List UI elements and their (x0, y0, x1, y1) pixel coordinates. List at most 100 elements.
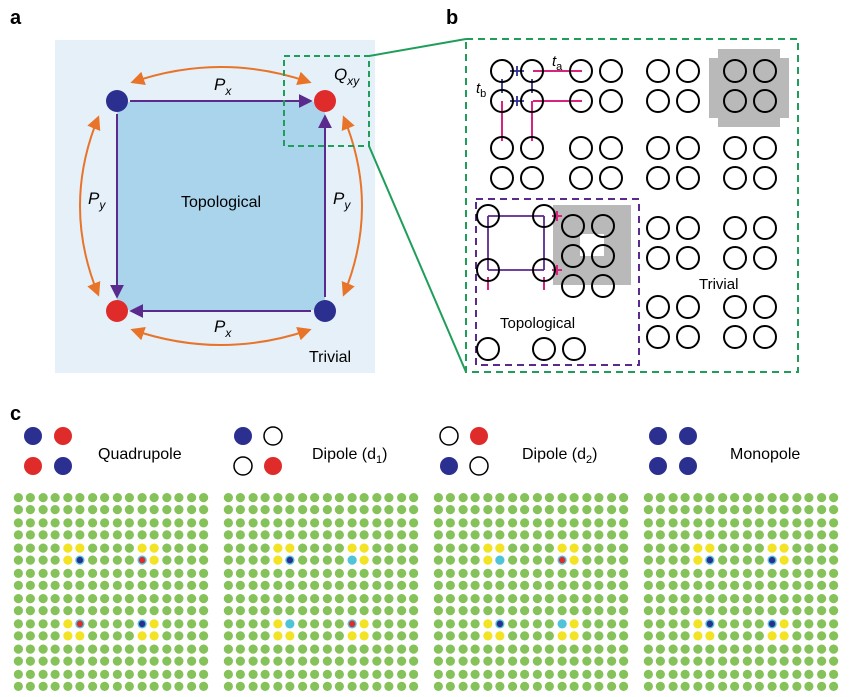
site-amplitude (718, 568, 728, 578)
site-amplitude (779, 530, 789, 540)
site-amplitude (174, 606, 184, 616)
site-amplitude (779, 555, 789, 565)
site-amplitude (235, 669, 245, 679)
site-amplitude (742, 594, 752, 604)
site-amplitude (594, 555, 604, 565)
site-amplitude (298, 518, 308, 528)
lattice-site (753, 89, 777, 113)
site-amplitude (174, 644, 184, 654)
legend-dot-empty (439, 426, 459, 446)
site-amplitude (792, 656, 802, 666)
site-amplitude (458, 619, 468, 629)
site-amplitude (285, 594, 295, 604)
site-amplitude (594, 619, 604, 629)
lattice-site (591, 274, 615, 298)
site-amplitude (397, 594, 407, 604)
site-amplitude (829, 669, 839, 679)
site-amplitude (223, 505, 233, 515)
site-amplitude (50, 669, 60, 679)
site-amplitude (187, 656, 197, 666)
site-amplitude (445, 644, 455, 654)
trivial-label-a: Trivial (309, 349, 351, 366)
site-amplitude (149, 543, 159, 553)
site-amplitude (668, 518, 678, 528)
site-amplitude (643, 555, 653, 565)
site-amplitude (508, 580, 518, 590)
site-amplitude (829, 644, 839, 654)
site-amplitude (174, 681, 184, 691)
site-amplitude (754, 543, 764, 553)
site-amplitude (50, 493, 60, 503)
site-amplitude (582, 606, 592, 616)
site-amplitude (508, 606, 518, 616)
site-amplitude (754, 505, 764, 515)
site-amplitude (137, 505, 147, 515)
site-amplitude (298, 580, 308, 590)
site-amplitude (569, 530, 579, 540)
site-amplitude (829, 518, 839, 528)
site-amplitude (63, 530, 73, 540)
site-amplitude (298, 530, 308, 540)
site-amplitude (409, 594, 419, 604)
site-amplitude (50, 580, 60, 590)
site-amplitude (718, 580, 728, 590)
ta-label: ta (552, 53, 563, 73)
shade-notch (709, 118, 718, 127)
lattice-site (520, 166, 544, 190)
site-amplitude (149, 594, 159, 604)
site-amplitude (13, 644, 23, 654)
site-amplitude (38, 580, 48, 590)
site-amplitude (594, 568, 604, 578)
site-amplitude (88, 656, 98, 666)
site-amplitude (285, 518, 295, 528)
site-amplitude (112, 505, 122, 515)
site-amplitude (162, 543, 172, 553)
site-amplitude (508, 555, 518, 565)
site-amplitude (470, 606, 480, 616)
lattice-site (591, 214, 615, 238)
site-amplitude (260, 530, 270, 540)
site-amplitude (520, 555, 530, 565)
site-amplitude (50, 656, 60, 666)
site-amplitude (718, 543, 728, 553)
topological-label-b: Topological (500, 315, 575, 332)
site-amplitude (643, 594, 653, 604)
site-amplitude (199, 606, 209, 616)
lattice-site (520, 59, 544, 83)
site-amplitude (582, 580, 592, 590)
site-amplitude (260, 493, 270, 503)
site-amplitude (582, 619, 592, 629)
site-amplitude (187, 505, 197, 515)
site-amplitude (730, 594, 740, 604)
site-amplitude (792, 580, 802, 590)
site-amplitude (187, 606, 197, 616)
site-amplitude (680, 543, 690, 553)
site-amplitude (409, 555, 419, 565)
site-amplitude (248, 555, 258, 565)
site-amplitude (693, 568, 703, 578)
site-amplitude (520, 631, 530, 641)
site-amplitude (149, 518, 159, 528)
site-amplitude (767, 606, 777, 616)
lattice-site (646, 246, 670, 270)
site-amplitude (817, 530, 827, 540)
site-amplitude (397, 543, 407, 553)
site-amplitude (680, 505, 690, 515)
site-amplitude (112, 594, 122, 604)
site-amplitude (372, 631, 382, 641)
site-amplitude (829, 555, 839, 565)
site-amplitude (483, 644, 493, 654)
site-amplitude (508, 594, 518, 604)
site-amplitude (730, 644, 740, 654)
field-maps (13, 493, 839, 691)
site-amplitude (730, 669, 740, 679)
site-amplitude (619, 530, 629, 540)
site-amplitude (804, 619, 814, 629)
legend-dot-blue (24, 427, 42, 445)
site-amplitude (705, 644, 715, 654)
site-amplitude (433, 568, 443, 578)
site-amplitude (372, 656, 382, 666)
field-map (643, 493, 839, 691)
site-amplitude (285, 681, 295, 691)
site-amplitude (557, 580, 567, 590)
